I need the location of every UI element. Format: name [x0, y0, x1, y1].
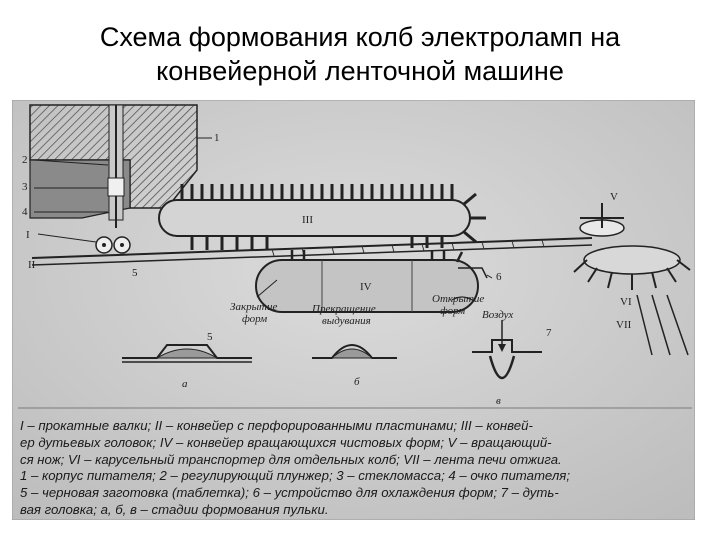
- open-forms-label-1: Открытие: [432, 293, 484, 305]
- callout-5: 5: [132, 267, 138, 279]
- closed-forms-label-2: форм: [242, 313, 267, 325]
- figure-caption: I – прокатные валки; II – конвейер с пер…: [20, 418, 693, 519]
- caption-line: ся нож; VI – карусельный транспортер для…: [20, 452, 693, 469]
- stage-a-label: а: [182, 378, 188, 390]
- title-line-2: конвейерной ленточной машине: [0, 54, 720, 88]
- detail-c-air-label: Воздух: [482, 309, 513, 321]
- callout-4: 4: [22, 206, 28, 218]
- closed-forms-label-1: Закрытие: [230, 301, 277, 313]
- callout-1: 1: [214, 132, 220, 144]
- caption-line: 5 – черновая заготовка (таблетка); 6 – у…: [20, 485, 693, 502]
- caption-line: 1 – корпус питателя; 2 – регулирующий пл…: [20, 468, 693, 485]
- callout-V: V: [610, 191, 618, 203]
- open-forms-label-2: форм: [440, 305, 465, 317]
- title-line-1: Схема формования колб электроламп на: [0, 20, 720, 54]
- stop-blowing-label-1: Прекращение: [311, 303, 376, 315]
- stage-c-label: в: [496, 395, 501, 407]
- detail-c-number: 7: [546, 327, 552, 339]
- caption-line: I – прокатные валки; II – конвейер с пер…: [20, 418, 693, 435]
- callout-6: 6: [496, 271, 502, 283]
- caption-line: ер дутьевых головок; IV – конвейер враща…: [20, 435, 693, 452]
- callout-II: II: [28, 259, 36, 271]
- detail-a-number: 5: [207, 331, 213, 343]
- stop-blowing-label-2: выдувания: [322, 315, 371, 327]
- callout-IV: IV: [360, 281, 372, 293]
- callout-I: I: [26, 229, 30, 241]
- stage-b-label: б: [354, 376, 360, 388]
- callout-2: 2: [22, 154, 28, 166]
- slide-title: Схема формования колб электроламп на кон…: [0, 20, 720, 88]
- callout-VI: VI: [620, 296, 632, 308]
- caption-line: вая головка; а, б, в – стадии формования…: [20, 502, 693, 519]
- callout-III: III: [302, 214, 313, 226]
- callout-VII: VII: [616, 319, 632, 331]
- callout-3: 3: [22, 181, 28, 193]
